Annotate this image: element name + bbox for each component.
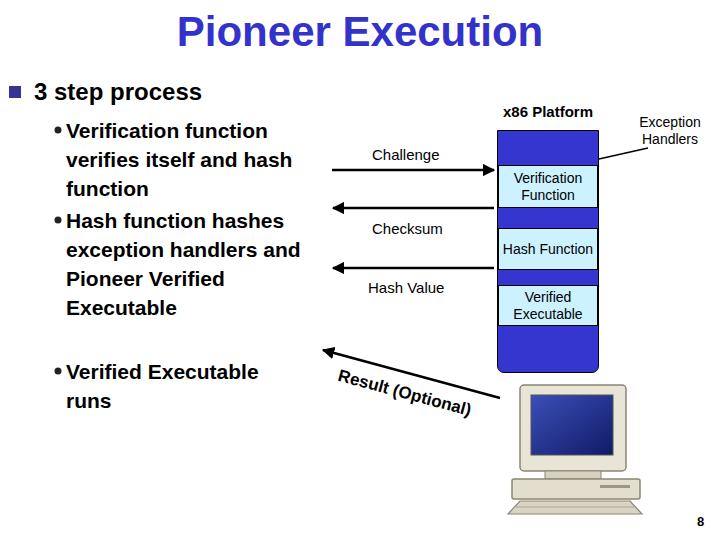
bullet-text: Hash function hashes exception handlers … bbox=[66, 206, 306, 322]
bullet-text: Verification function verifies itself an… bbox=[66, 116, 306, 203]
callout-label: Exception Handlers bbox=[622, 114, 718, 148]
bullet-text: Verified Executable runs bbox=[66, 357, 306, 415]
slide-title: Pioneer Execution bbox=[0, 8, 720, 56]
keyboard bbox=[508, 501, 642, 514]
box-label: Hash Function bbox=[503, 241, 593, 258]
monitor-screen bbox=[531, 395, 613, 455]
hash-value-arrow bbox=[333, 267, 494, 270]
process-box: Hash Function bbox=[498, 228, 598, 270]
keyboard-keys bbox=[516, 507, 634, 508]
bullet-dot bbox=[55, 127, 62, 134]
arrow-label: Result (Optional) bbox=[336, 366, 473, 421]
platform-label: x86 Platform bbox=[490, 103, 606, 120]
arrow-label: Challenge bbox=[372, 146, 440, 163]
platform-stack: x86 PlatformVerification FunctionHash Fu… bbox=[490, 103, 606, 375]
page-number: 8 bbox=[697, 514, 704, 529]
challenge-arrow bbox=[332, 169, 494, 172]
arrow-label: Checksum bbox=[372, 220, 443, 237]
box-label: Verified Executable bbox=[499, 289, 597, 323]
bullet-heading: 3 step process bbox=[34, 78, 202, 106]
checksum-arrow bbox=[333, 207, 494, 210]
box-label: Verification Function bbox=[499, 170, 597, 204]
bullet-dot bbox=[55, 368, 62, 375]
bullet-dot bbox=[55, 217, 62, 224]
monitor bbox=[520, 385, 626, 471]
arrow-label: Hash Value bbox=[368, 279, 444, 296]
system-unit bbox=[512, 479, 640, 499]
square-bullet bbox=[9, 86, 21, 98]
monitor-stand bbox=[545, 471, 601, 479]
process-box: Verification Function bbox=[498, 165, 598, 208]
process-box: Verified Executable bbox=[498, 285, 598, 326]
computer-illustration bbox=[508, 385, 642, 514]
drive-slot bbox=[600, 485, 630, 488]
